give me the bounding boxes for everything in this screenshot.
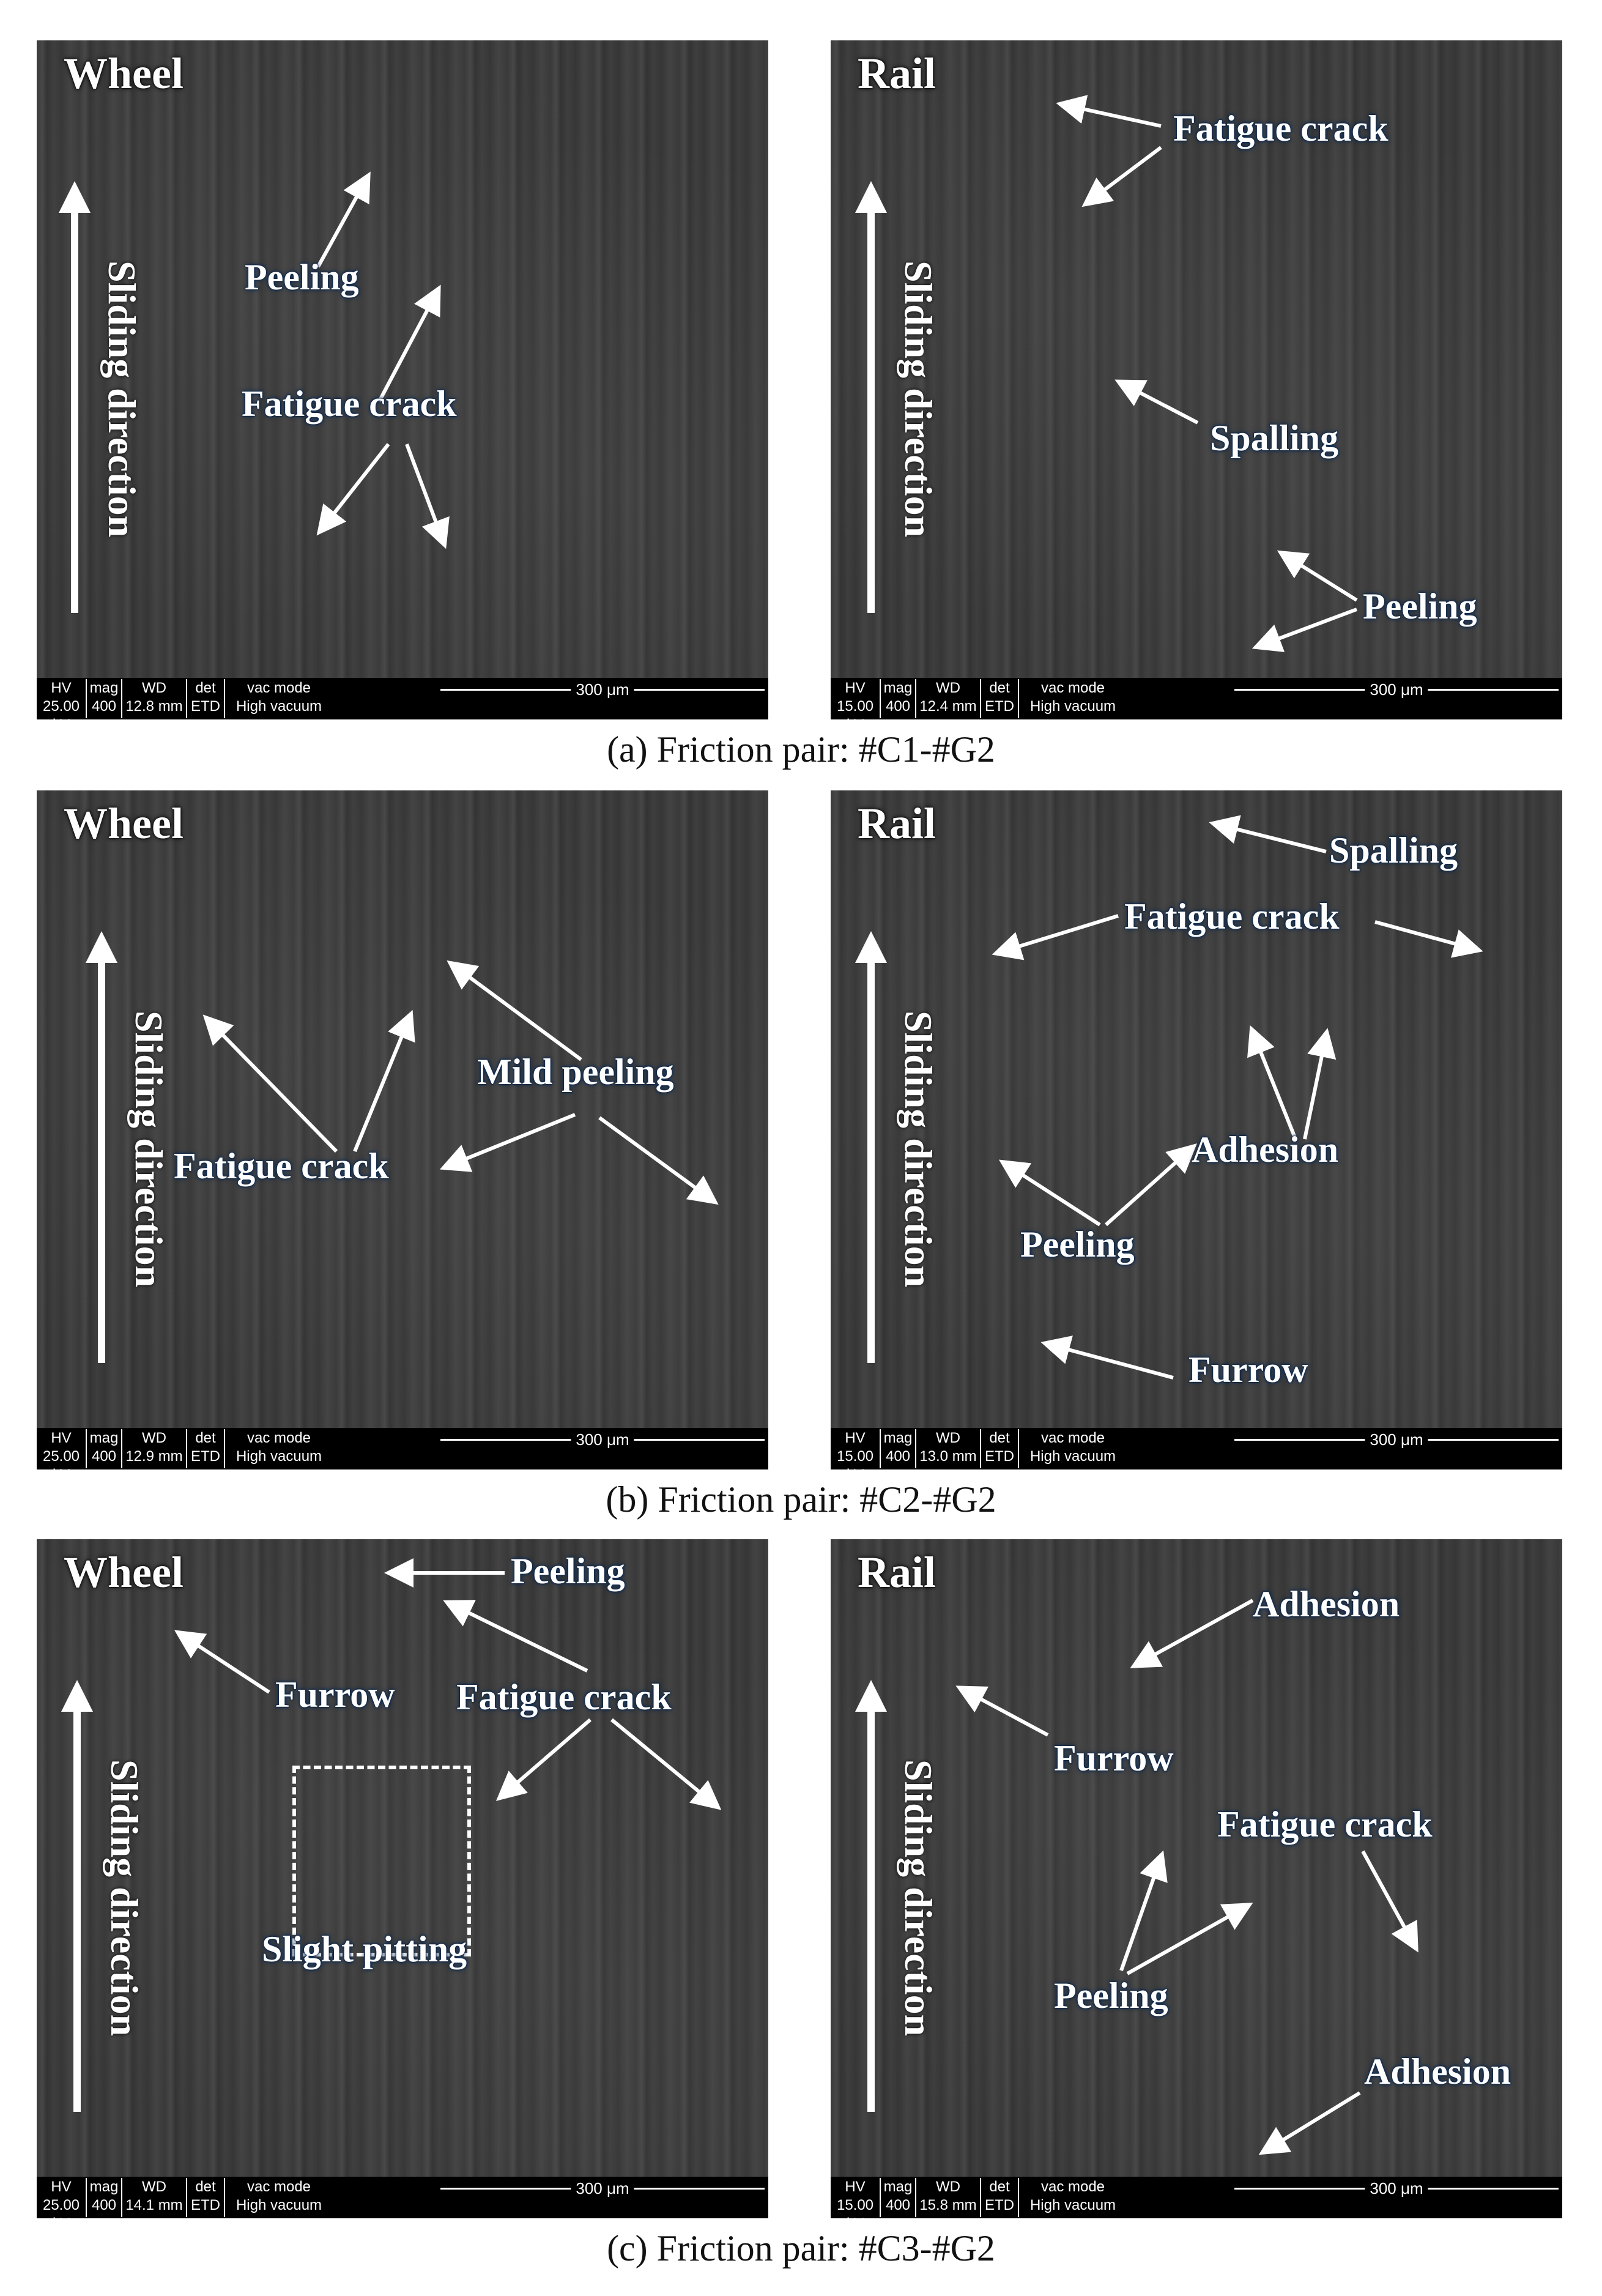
sliding-direction-arrow: Sliding direction [855,1680,940,2120]
label-peeling: Peeling [1363,586,1477,626]
annotation-arrows [316,171,450,549]
panel-title: Rail [858,799,936,848]
label-fatigue-crack: Fatigue crack [456,1677,672,1717]
sem-panel-wheel-a: Wheel Sliding direction Peeling Fatigue … [37,40,768,719]
caption-c: (c) Friction pair: #C3-#G2 [607,2228,995,2268]
sem-panel-rail-c: Rail Sliding direction Adhesion Furrow F… [831,1539,1562,2218]
sem-image: Wheel Sliding direction Mild peeling Fat… [37,790,768,1428]
label-fatigue-crack: Fatigue crack [242,384,457,424]
label-spalling: Spalling [1210,418,1339,458]
sem-panel-wheel-c: Wheel Sliding direction Peeling Furrow F… [37,1539,768,2218]
panel-title: Rail [858,49,936,98]
annotation-arrows [992,815,1483,1380]
sliding-direction-arrow: Sliding direction [855,931,940,1372]
panel-title: Rail [858,1548,936,1597]
label-furrow: Furrow [1054,1738,1174,1778]
label-fatigue-crack: Fatigue crack [1217,1804,1433,1845]
scale-bar: 300 μm [440,2179,765,2198]
label-peeling: Peeling [1054,1975,1168,2016]
arrow-head-icon [61,1680,93,1712]
sliding-direction-label: Sliding direction [103,1759,146,2037]
annotation-arrows [955,1599,1418,2155]
sem-panel-rail-b: Rail Sliding direction Spalling Fatigue … [831,790,1562,1469]
label-slight-pitting: Slight pitting [262,1929,467,1969]
sem-image: Wheel Sliding direction Peeling Furrow F… [37,1539,768,2177]
sem-panel-rail-a: Rail Sliding direction Fatigue crack Spa… [831,40,1562,719]
label-adhesion: Adhesion [1192,1129,1339,1170]
label-spalling: Spalling [1329,830,1458,871]
sliding-direction-label: Sliding direction [897,261,940,538]
sliding-direction-arrow: Sliding direction [61,1680,146,2120]
label-mild-peeling: Mild peeling [477,1052,674,1092]
label-fatigue-crack: Fatigue crack [1173,108,1389,149]
sem-image: Rail Sliding direction Fatigue crack Spa… [831,40,1562,678]
label-fatigue-crack: Fatigue crack [174,1146,389,1186]
annotation-arrows [1056,95,1358,652]
label-furrow: Furrow [1189,1350,1308,1390]
scale-bar: 300 μm [440,680,765,699]
arrow-head-icon [855,931,887,963]
scale-bar: 300 μm [1234,1430,1559,1449]
sem-panel-wheel-b: Wheel Sliding direction Mild peeling Fat… [37,790,768,1469]
sliding-direction-label: Sliding direction [100,261,144,538]
slight-pitting-region [292,1766,471,1956]
annotation-arrows [202,960,719,1205]
sliding-direction-arrow: Sliding direction [855,181,940,622]
sliding-direction-label: Sliding direction [897,1759,940,2037]
sliding-direction-arrow: Sliding direction [59,181,144,622]
label-peeling: Peeling [1020,1224,1135,1265]
label-adhesion: Adhesion [1253,1584,1400,1624]
scale-bar: 300 μm [1234,680,1559,699]
panel-title: Wheel [64,799,184,848]
sliding-direction-label: Sliding direction [897,1011,940,1288]
label-adhesion-lower: Adhesion [1364,2051,1511,2092]
caption-a: (a) Friction pair: #C1-#G2 [607,729,995,770]
label-furrow: Furrow [275,1674,395,1715]
sliding-direction-arrow: Sliding direction [86,931,171,1372]
caption-b: (b) Friction pair: #C2-#G2 [606,1479,996,1520]
scale-bar: 300 μm [1234,2179,1559,2198]
sem-image: Wheel Sliding direction Peeling Fatigue … [37,40,768,678]
sem-image: Rail Sliding direction Adhesion Furrow F… [831,1539,1562,2177]
scale-bar: 300 μm [440,1430,765,1449]
label-peeling: Peeling [511,1551,625,1591]
panel-title: Wheel [64,1548,184,1597]
arrow-head-icon [855,181,887,213]
label-peeling: Peeling [245,257,359,297]
label-fatigue-crack: Fatigue crack [1124,896,1340,937]
annotation-arrows [174,1558,722,1810]
sliding-direction-label: Sliding direction [127,1011,171,1288]
panel-title: Wheel [64,49,184,98]
arrow-head-icon [855,1680,887,1712]
arrow-head-icon [59,181,91,213]
sem-image: Rail Sliding direction Spalling Fatigue … [831,790,1562,1428]
arrow-head-icon [86,931,117,963]
